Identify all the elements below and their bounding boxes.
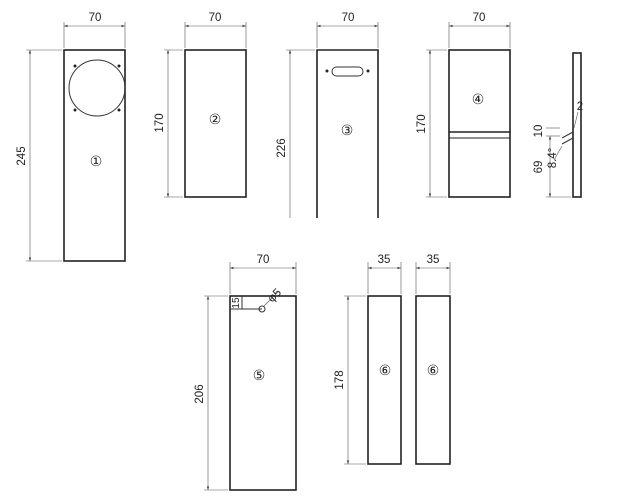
part-6b-width-dimension: 35 bbox=[427, 254, 440, 266]
part-6a-label: ⑥ bbox=[379, 363, 392, 379]
part-5: 70 206 15 φ5 ⑤ bbox=[194, 254, 297, 491]
detail-side-panel bbox=[572, 52, 582, 198]
part-3-panel bbox=[316, 49, 379, 218]
part-1-circular-opening bbox=[68, 59, 126, 117]
part-1-width-dimension: 70 bbox=[89, 12, 102, 24]
part-4-height-dimension: 170 bbox=[416, 114, 428, 133]
part-4: 70 170 ④ bbox=[416, 12, 511, 198]
detail-dimension-2: 2 bbox=[577, 101, 583, 113]
part-4-panel bbox=[448, 49, 511, 198]
part-6b-panel bbox=[415, 295, 451, 465]
part-6a-height-dimension: 178 bbox=[334, 370, 346, 389]
detail-dimension-10: 10 bbox=[533, 125, 545, 138]
part-5-height-dimension: 206 bbox=[194, 384, 206, 403]
part-1-height-dimension: 245 bbox=[16, 146, 28, 165]
part-3: 70 226 ③ bbox=[276, 12, 379, 218]
part-5-width-dimension: 70 bbox=[257, 254, 270, 266]
part-1-screw-hole bbox=[117, 64, 121, 68]
part-3-screw-hole bbox=[325, 69, 329, 73]
part-2-label: ② bbox=[209, 112, 222, 128]
part-3-width-dimension: 70 bbox=[342, 12, 355, 24]
part-6a: 35 178 ⑥ bbox=[334, 254, 402, 465]
part-2-width-dimension: 70 bbox=[209, 12, 222, 24]
part-1: 70 245 ① bbox=[16, 12, 126, 262]
part-6b-label: ⑥ bbox=[427, 363, 440, 379]
part-4-width-dimension: 70 bbox=[473, 12, 486, 24]
detail-dimension-69: 69 bbox=[533, 161, 545, 174]
part-4-side-detail: 2 10 8.4° 69 bbox=[533, 52, 583, 198]
part-6b: 35 ⑥ bbox=[415, 254, 451, 465]
part-1-screw-hole bbox=[117, 108, 121, 112]
detail-angle-dimension: 8.4° bbox=[547, 148, 559, 169]
part-5-label: ⑤ bbox=[253, 368, 266, 384]
part-2: 70 170 ② bbox=[154, 12, 247, 198]
part-1-screw-hole bbox=[73, 108, 77, 112]
detail-bevel-line bbox=[561, 131, 574, 139]
part-6a-panel bbox=[367, 295, 402, 465]
part-5-panel bbox=[229, 295, 297, 491]
part-5-hole-offset-dimension: 15 bbox=[231, 297, 242, 309]
part-3-height-dimension: 226 bbox=[276, 138, 288, 157]
part-2-height-dimension: 170 bbox=[154, 113, 166, 132]
detail-bevel-line bbox=[561, 137, 574, 145]
part-2-panel bbox=[184, 49, 247, 198]
part-1-label: ① bbox=[90, 154, 103, 170]
part-1-screw-hole bbox=[73, 64, 77, 68]
part-6a-width-dimension: 35 bbox=[378, 254, 391, 266]
part-1-panel bbox=[63, 49, 126, 262]
part-3-handle-slot bbox=[331, 66, 364, 77]
part-3-screw-hole bbox=[366, 69, 370, 73]
part-3-label: ③ bbox=[341, 123, 354, 139]
part-4-label: ④ bbox=[472, 92, 485, 108]
part-5-hole bbox=[258, 305, 266, 313]
